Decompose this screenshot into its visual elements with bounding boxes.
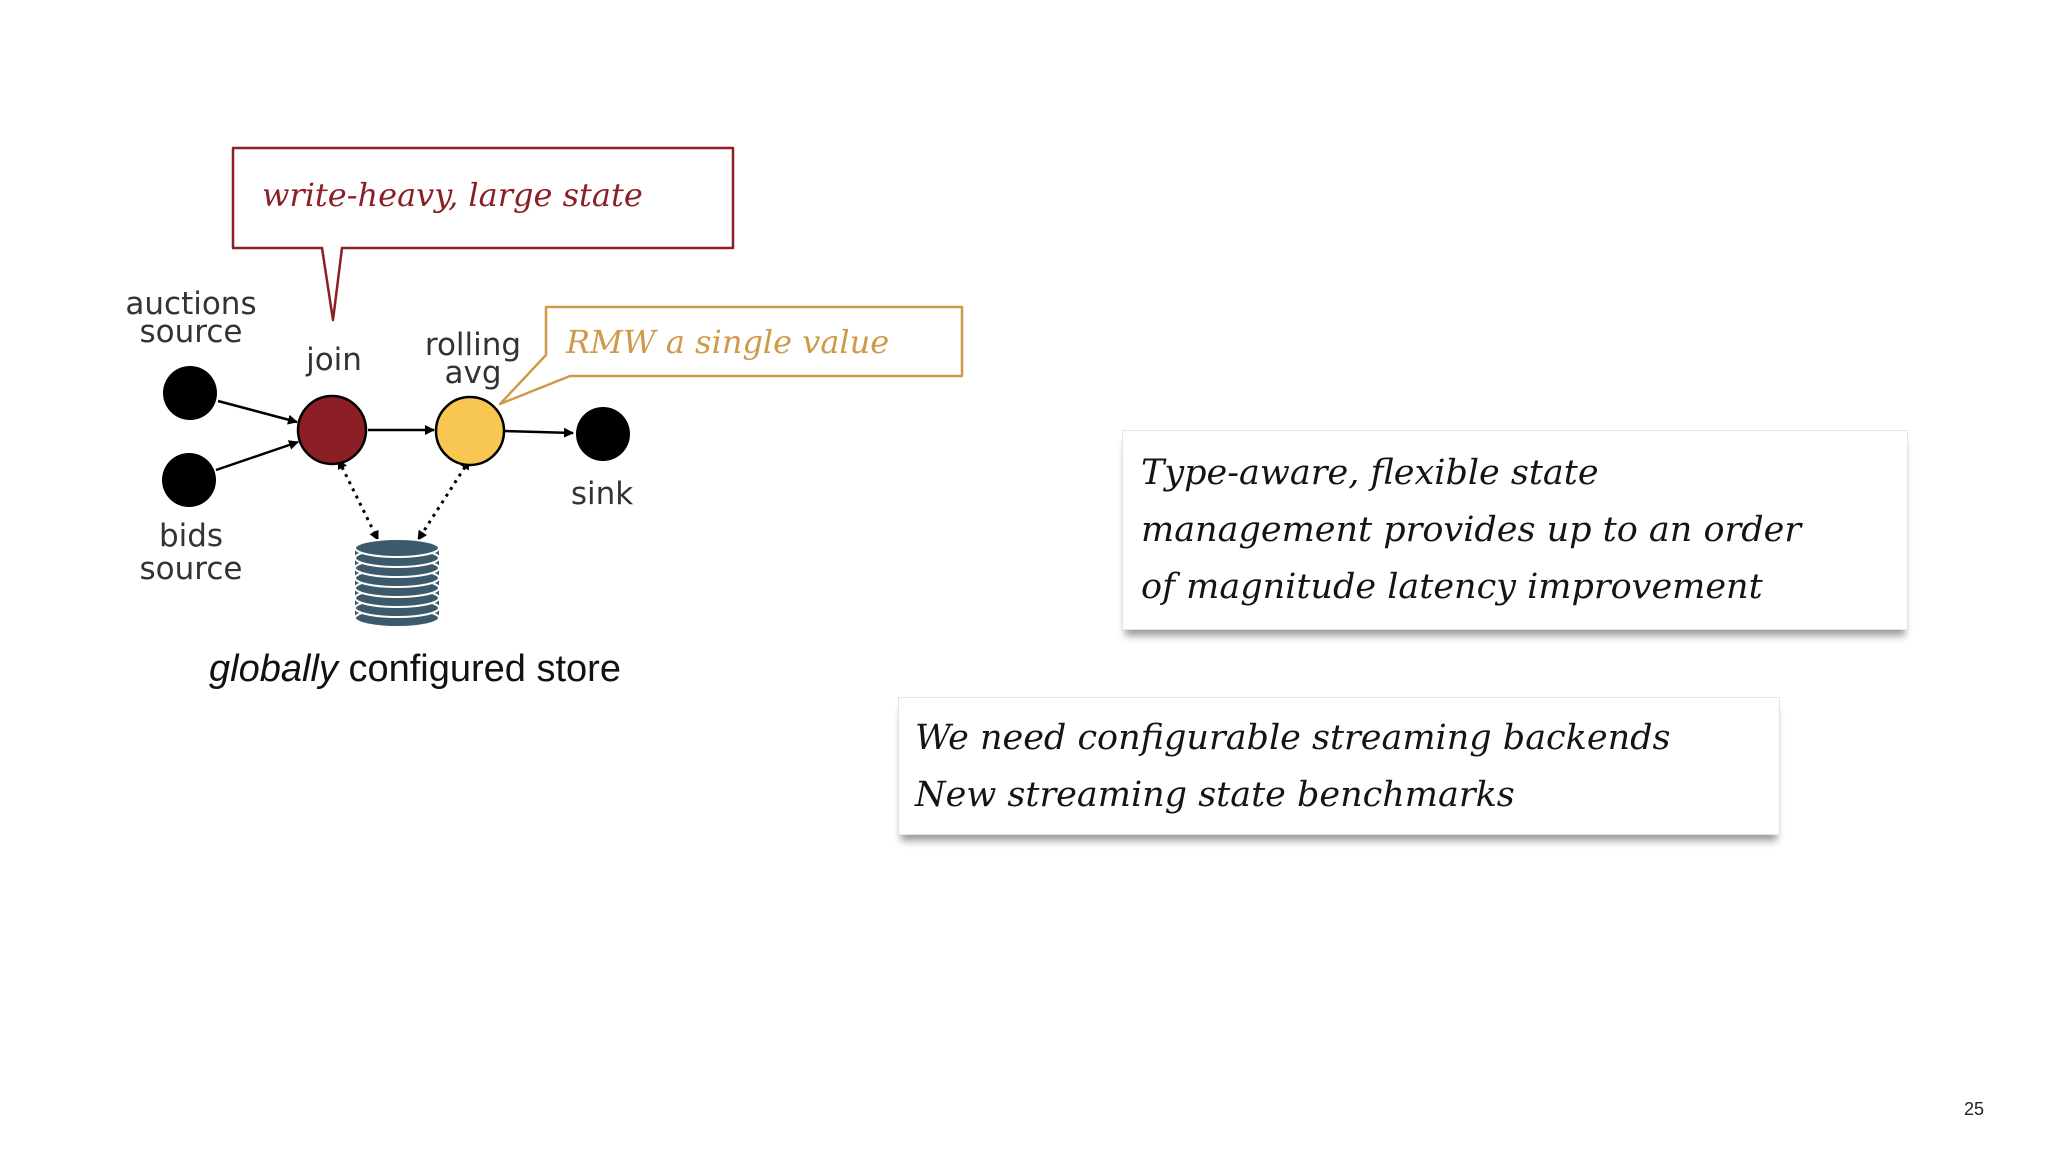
rolling-avg-node	[434, 395, 506, 467]
page-number: 25	[1963, 1099, 1984, 1119]
auctions-source-label-line1: auctions	[125, 286, 256, 322]
auctions-source-node	[163, 366, 217, 420]
caption-rest: configured store	[337, 648, 621, 690]
note-configurable-backends: We need configurable streaming backends …	[898, 697, 1780, 835]
edge-bids-to-join	[215, 440, 299, 472]
rolling-avg-label-line1: rolling	[425, 327, 521, 363]
note-line: We need configurable streaming backends	[915, 718, 1671, 758]
database-icon	[354, 538, 440, 628]
bids-source-label-line1: bids	[159, 518, 223, 554]
join-callout: write-heavy, large state	[231, 146, 735, 322]
sink-node	[576, 407, 630, 461]
note-line: New streaming state benchmarks	[915, 775, 1515, 815]
rolling-avg-callout: RMW a single value	[498, 305, 964, 406]
note-line: of magnitude latency improvement	[1141, 567, 1763, 607]
note-line: management provides up to an order	[1141, 510, 1802, 550]
store-disk-top	[354, 538, 440, 558]
bids-source-label-line2: source	[140, 551, 243, 587]
note-latency-improvement: Type-aware, flexible state management pr…	[1122, 430, 1908, 630]
join-node	[296, 394, 368, 466]
auctions-source-label-line2: source	[140, 314, 243, 350]
join-callout-text: write-heavy, large state	[262, 176, 643, 214]
join-label: join	[305, 342, 362, 378]
bids-source-node	[162, 453, 216, 507]
sink-label: sink	[571, 476, 633, 512]
edge-auctions-to-join	[217, 399, 298, 425]
rolling-avg-label-line2: avg	[444, 355, 501, 391]
edge-join-store	[337, 458, 380, 541]
edge-rolling-avg-to-sink	[504, 427, 574, 438]
diagram-caption: globally configured store	[120, 648, 710, 691]
caption-emphasis: globally	[209, 648, 338, 690]
edge-rolling-avg-store	[416, 459, 470, 541]
note-line: Type-aware, flexible state	[1141, 453, 1599, 493]
rolling-avg-callout-text: RMW a single value	[565, 323, 889, 361]
